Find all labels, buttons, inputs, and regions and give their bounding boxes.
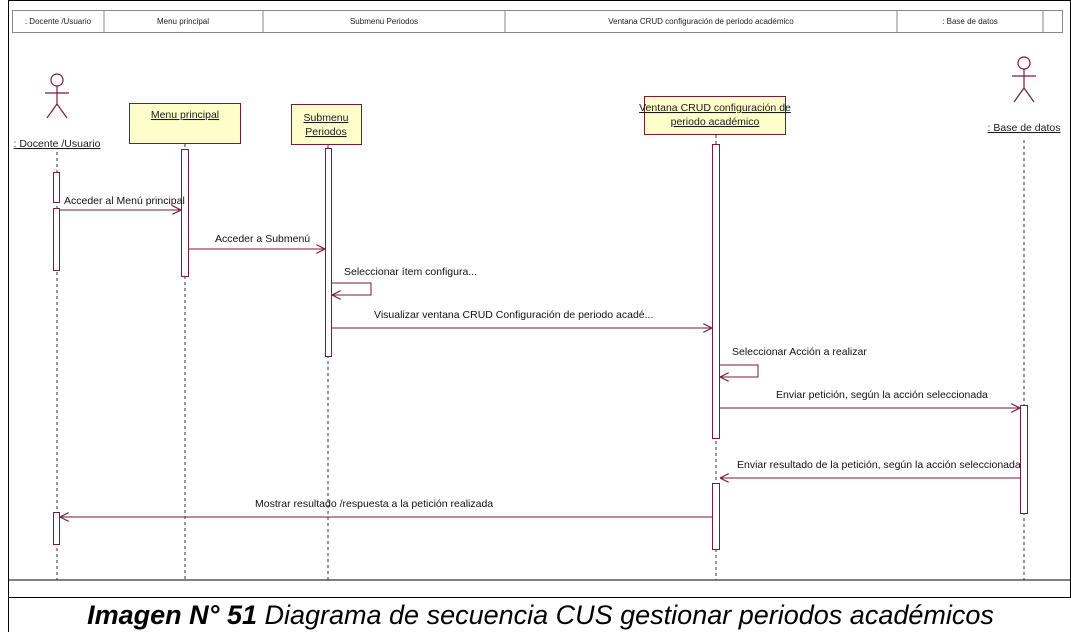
object-submenu-periodos: Submenu Periodos [291,104,362,145]
caption-text: Diagrama de secuencia CUS gestionar peri… [256,600,994,630]
header-col-submenu: Submenu Periodos [350,17,418,26]
message-3-arrow [332,282,372,295]
object-ventana-crud: Ventana CRUD configuración de periodo ac… [639,96,791,135]
actor-base-datos [1012,56,1036,103]
header-col-basedatos: : Base de datos [942,17,998,26]
message-5-label: Seleccionar Acción a realizar [732,346,867,358]
sequence-diagram: : Docente /Usuario Menu principal Submen… [8,0,1071,598]
object-menu-principal: Menu principal [129,103,241,144]
header-col-ventana: Ventana CRUD configuración de periodo ac… [608,17,794,26]
activation-bars [53,144,1028,550]
object-ventana-label-1: Ventana CRUD configuración de [639,102,791,114]
header-col-menu: Menu principal [157,17,209,26]
actor-docente [45,73,69,119]
message-4-label: Visualizar ventana CRUD Configuración de… [374,309,653,321]
message-2-label: Acceder a Submenú [215,233,310,245]
object-submenu-label-1: Submenu [304,112,349,124]
message-8-label: Mostrar resultado /respuesta a la petici… [255,498,493,510]
object-ventana-label-2: periodo académico [671,116,760,128]
messages [60,210,1020,517]
message-6-label: Enviar petición, según la acción selecci… [776,389,988,401]
actor-base-datos-label: : Base de datos [988,122,1061,134]
message-5-arrow [720,364,759,377]
message-7-label: Enviar resultado de la petición, según l… [737,459,1021,471]
diagram-border [8,0,1071,598]
figure-caption: Imagen N° 51 Diagrama de secuencia CUS g… [8,598,1071,632]
header-col-docente: : Docente /Usuario [25,17,92,26]
caption-number: Imagen N° 51 [87,600,257,630]
header-bar: : Docente /Usuario Menu principal Submen… [12,10,1063,33]
message-1-label: Acceder al Menú principal [64,195,185,207]
object-menu-label: Menu principal [151,109,219,121]
actor-docente-label: : Docente /Usuario [14,138,101,150]
message-3-label: Seleccionar ítem configura... [344,266,477,278]
object-submenu-label-2: Periodos [305,126,346,138]
